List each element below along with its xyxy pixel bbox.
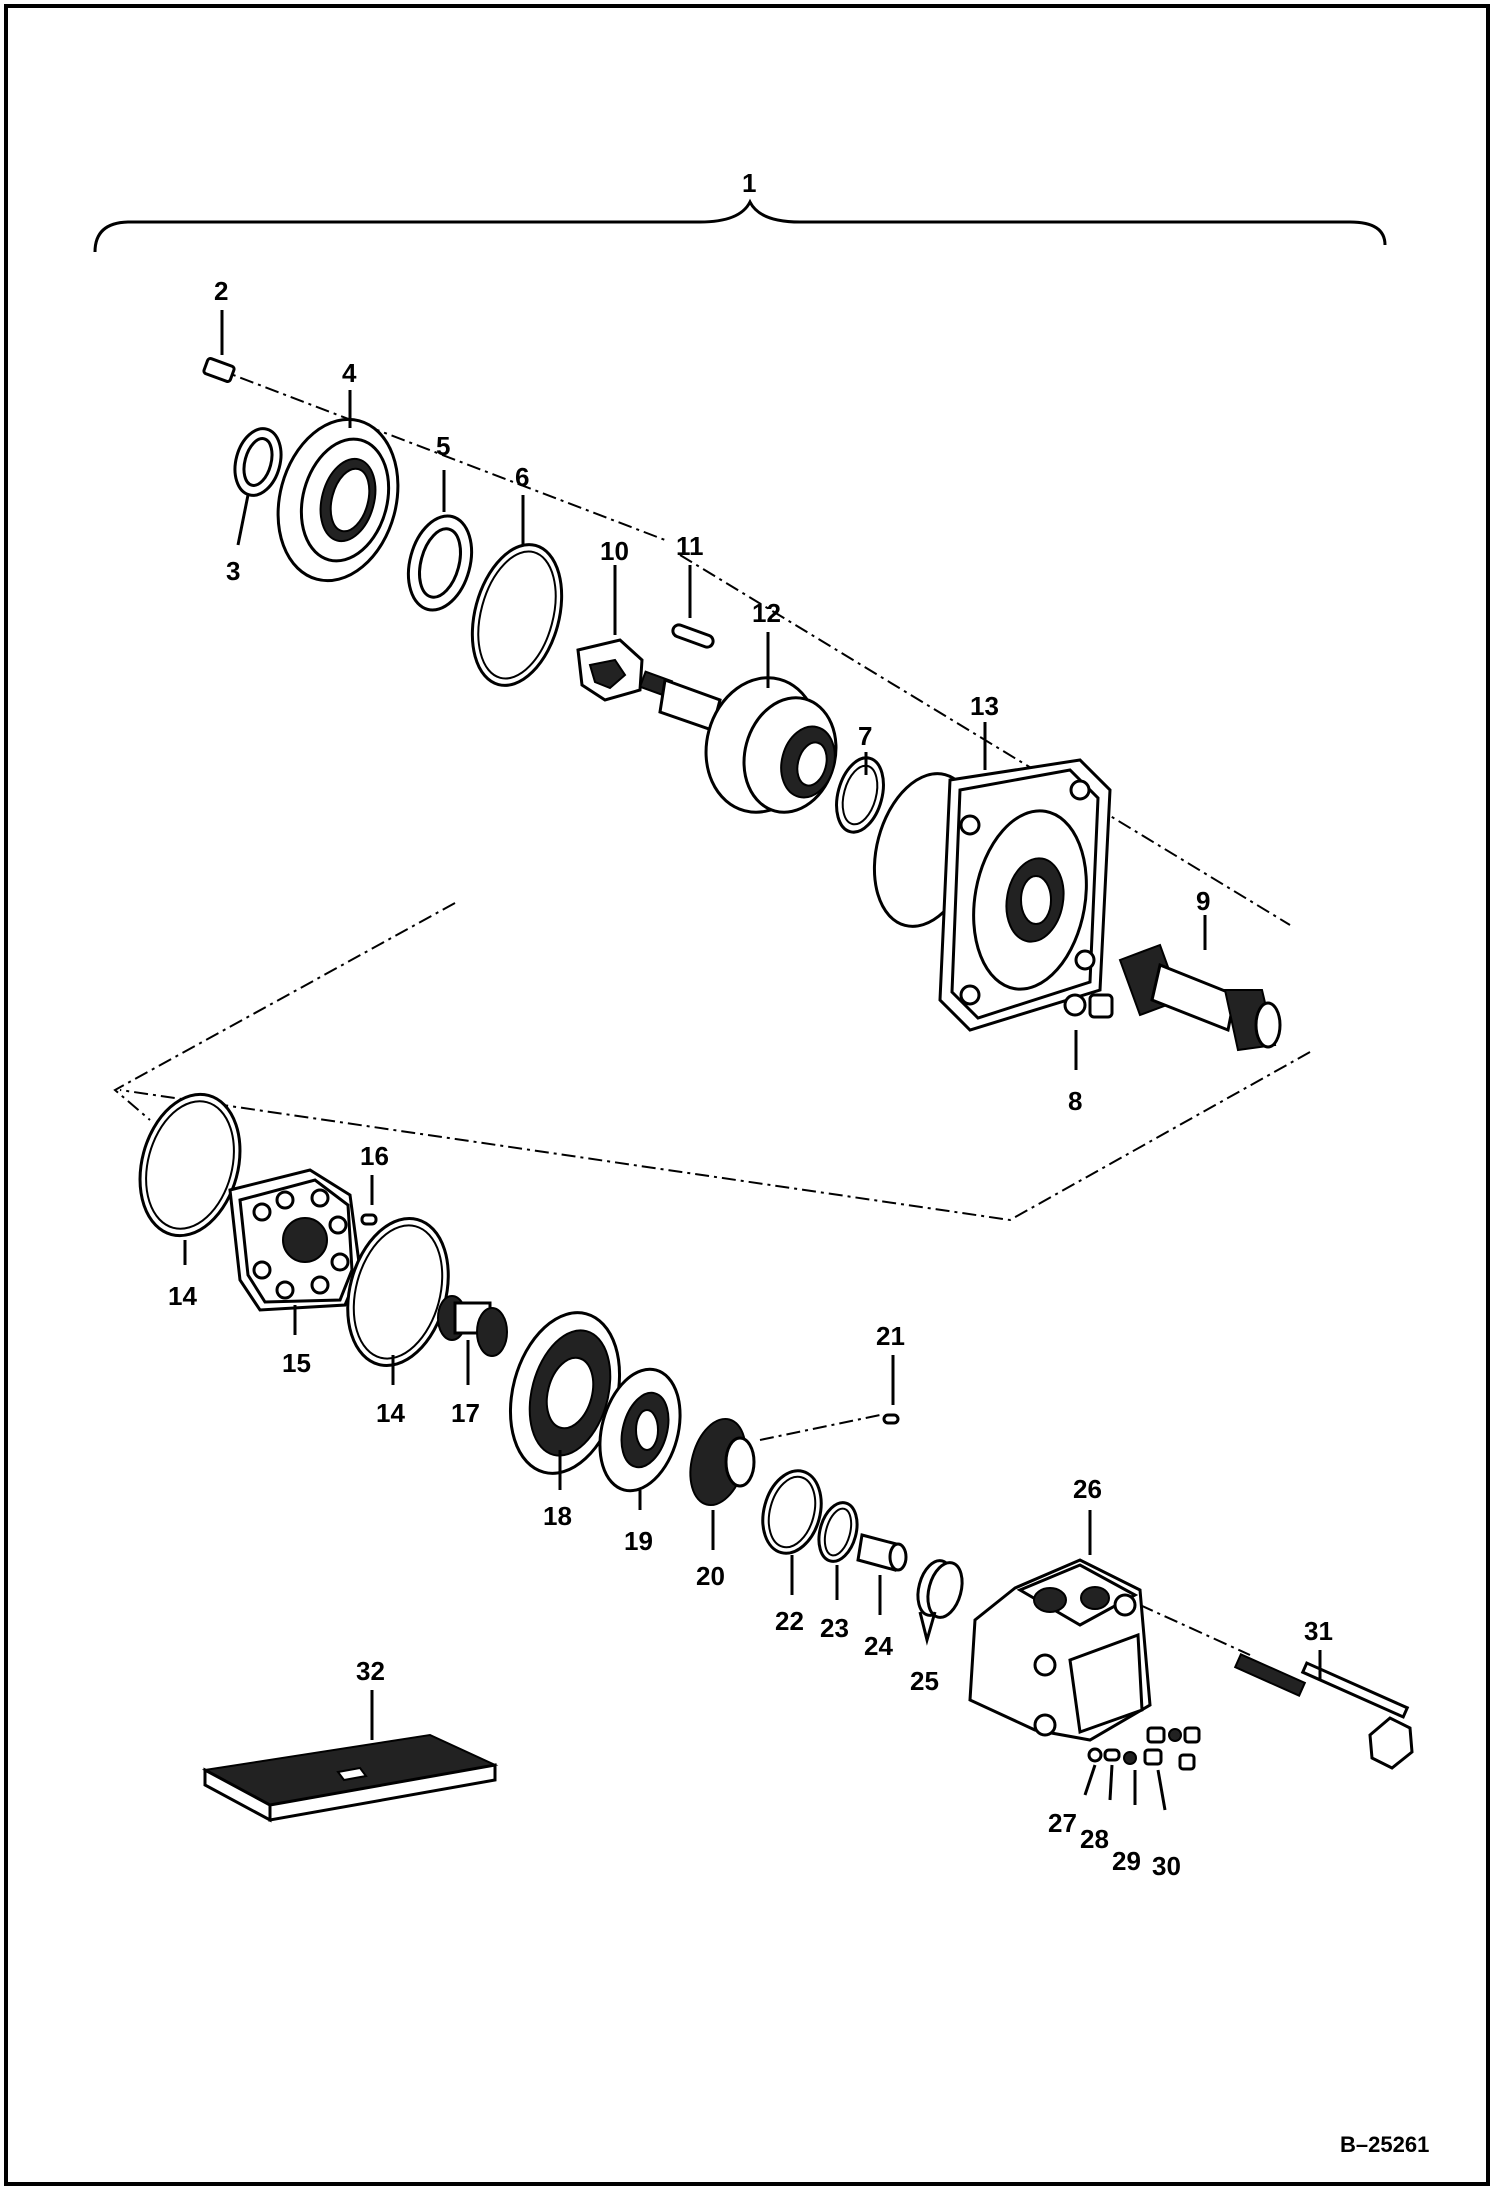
callout-11: 11 <box>676 531 704 561</box>
callout-14-right: 14 <box>376 1398 405 1428</box>
part-8-fitting <box>1063 993 1114 1019</box>
part-19-rotor <box>598 1367 682 1493</box>
part-25-seals <box>916 1559 964 1619</box>
callout-1: 1 <box>742 168 756 198</box>
callout-10: 10 <box>600 536 629 566</box>
callout-16: 16 <box>360 1141 389 1171</box>
page-border <box>4 4 1490 2186</box>
part-23-o-ring <box>817 1501 859 1563</box>
callout-3: 3 <box>226 556 240 586</box>
callout-29: 29 <box>1112 1846 1141 1876</box>
part-13-housing <box>872 758 1112 1032</box>
callout-23: 23 <box>820 1613 849 1643</box>
part-2-cap-screw <box>202 357 236 383</box>
part-22-o-ring <box>761 1469 823 1555</box>
callout-22: 22 <box>775 1606 804 1636</box>
part-12-shaft <box>638 670 838 814</box>
callout-17: 17 <box>451 1398 480 1428</box>
part-9-drive-shaft <box>1118 943 1282 1052</box>
callout-7: 7 <box>858 721 872 751</box>
part-32-manual <box>201 1733 499 1823</box>
callout-6: 6 <box>515 462 529 492</box>
callout-20: 20 <box>696 1561 725 1591</box>
callout-5: 5 <box>436 431 450 461</box>
callout-15: 15 <box>282 1348 311 1378</box>
part-21-pin <box>882 1413 900 1425</box>
callout-28: 28 <box>1080 1824 1109 1854</box>
part-3-seal <box>233 427 283 497</box>
part-16-pin <box>360 1213 378 1226</box>
callout-18: 18 <box>543 1501 572 1531</box>
callout-24: 24 <box>864 1631 893 1661</box>
callout-14-left: 14 <box>168 1281 197 1311</box>
callout-19: 19 <box>624 1526 653 1556</box>
part-11-key <box>671 623 715 649</box>
part-14-o-ring-left <box>138 1092 242 1238</box>
leader-lines <box>183 310 1322 1811</box>
part-15-plate <box>228 1168 362 1312</box>
callout-labels: 1 2 3 4 5 6 7 8 9 10 11 12 13 14 15 16 1… <box>168 168 1333 1881</box>
part-17-gear <box>437 1295 508 1357</box>
part-10-nut <box>576 638 644 702</box>
part-26-valve-housing <box>968 1558 1152 1742</box>
part-24-spool <box>856 1533 908 1572</box>
part-31-bolt <box>1233 1653 1414 1770</box>
callout-26: 26 <box>1073 1474 1102 1504</box>
callout-9: 9 <box>1196 886 1210 916</box>
callout-21: 21 <box>876 1321 905 1351</box>
callout-12: 12 <box>752 598 781 628</box>
callout-25: 25 <box>910 1666 939 1696</box>
callout-31: 31 <box>1304 1616 1333 1646</box>
callout-30: 30 <box>1152 1851 1181 1881</box>
callout-13: 13 <box>970 691 999 721</box>
callout-2: 2 <box>214 276 228 306</box>
part-18-gerotor <box>508 1311 622 1475</box>
part-6-o-ring <box>470 543 564 687</box>
callout-27: 27 <box>1048 1808 1077 1838</box>
drawing-number: B–25261 <box>1340 2132 1429 2157</box>
callout-32: 32 <box>356 1656 385 1686</box>
part-5-seal <box>406 514 474 612</box>
part-7-o-ring <box>835 756 885 834</box>
part-20-valve-plate <box>689 1417 756 1507</box>
parts-27-30-fittings <box>1087 1726 1201 1771</box>
callout-4: 4 <box>342 358 357 388</box>
part-14-o-ring-right <box>346 1216 450 1368</box>
callout-8: 8 <box>1068 1086 1082 1116</box>
assembly-brace <box>93 198 1387 253</box>
part-4-cover-plate <box>276 417 400 583</box>
